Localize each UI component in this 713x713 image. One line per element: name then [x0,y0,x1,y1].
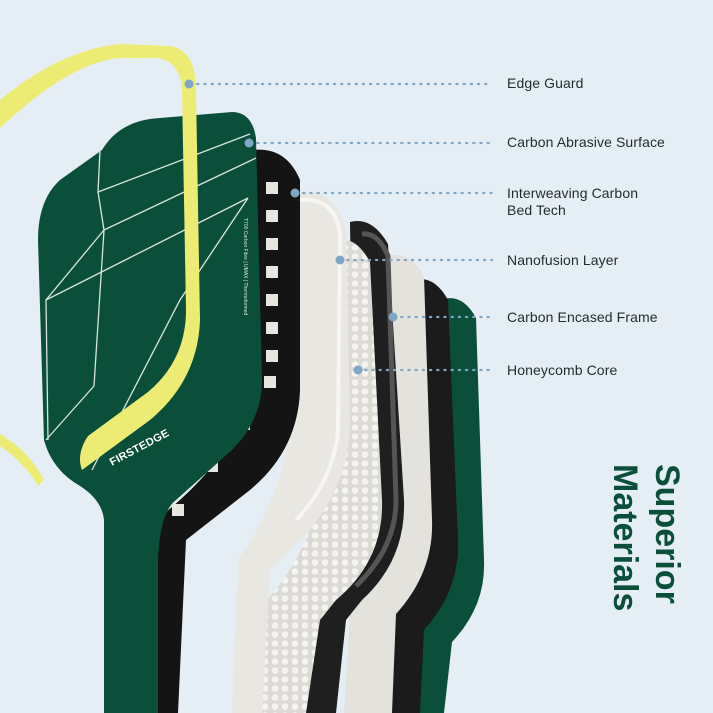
honeycomb-core [254,239,383,713]
interweaving-carbon-bed [232,191,350,713]
headline-line1: Superior [648,464,686,604]
label-interweaving-line1: Interweaving Carbon [507,185,639,201]
label-honeycomb-core: Honeycomb Core [507,362,618,378]
edge-guard [0,44,200,470]
leader-anchor-dots [184,79,398,375]
label-interweaving-carbon: Interweaving Carbon Bed Tech [507,185,638,219]
headline: Materials Superior [582,462,702,642]
carbon-frame-with-holes [150,149,300,713]
label-carbon-encased-frame: Carbon Encased Frame [507,309,658,325]
face-print: T700 Carbon Fibre | UMAX | Thermoformed [242,218,248,315]
label-interweaving-line2: Bed Tech [507,202,566,218]
headline-line2: Materials [606,464,644,611]
label-carbon-abrasive-surface: Carbon Abrasive Surface [507,134,665,150]
leader-lines [188,82,494,372]
label-edge-guard: Edge Guard [507,75,584,91]
label-nanofusion-layer: Nanofusion Layer [507,252,619,268]
